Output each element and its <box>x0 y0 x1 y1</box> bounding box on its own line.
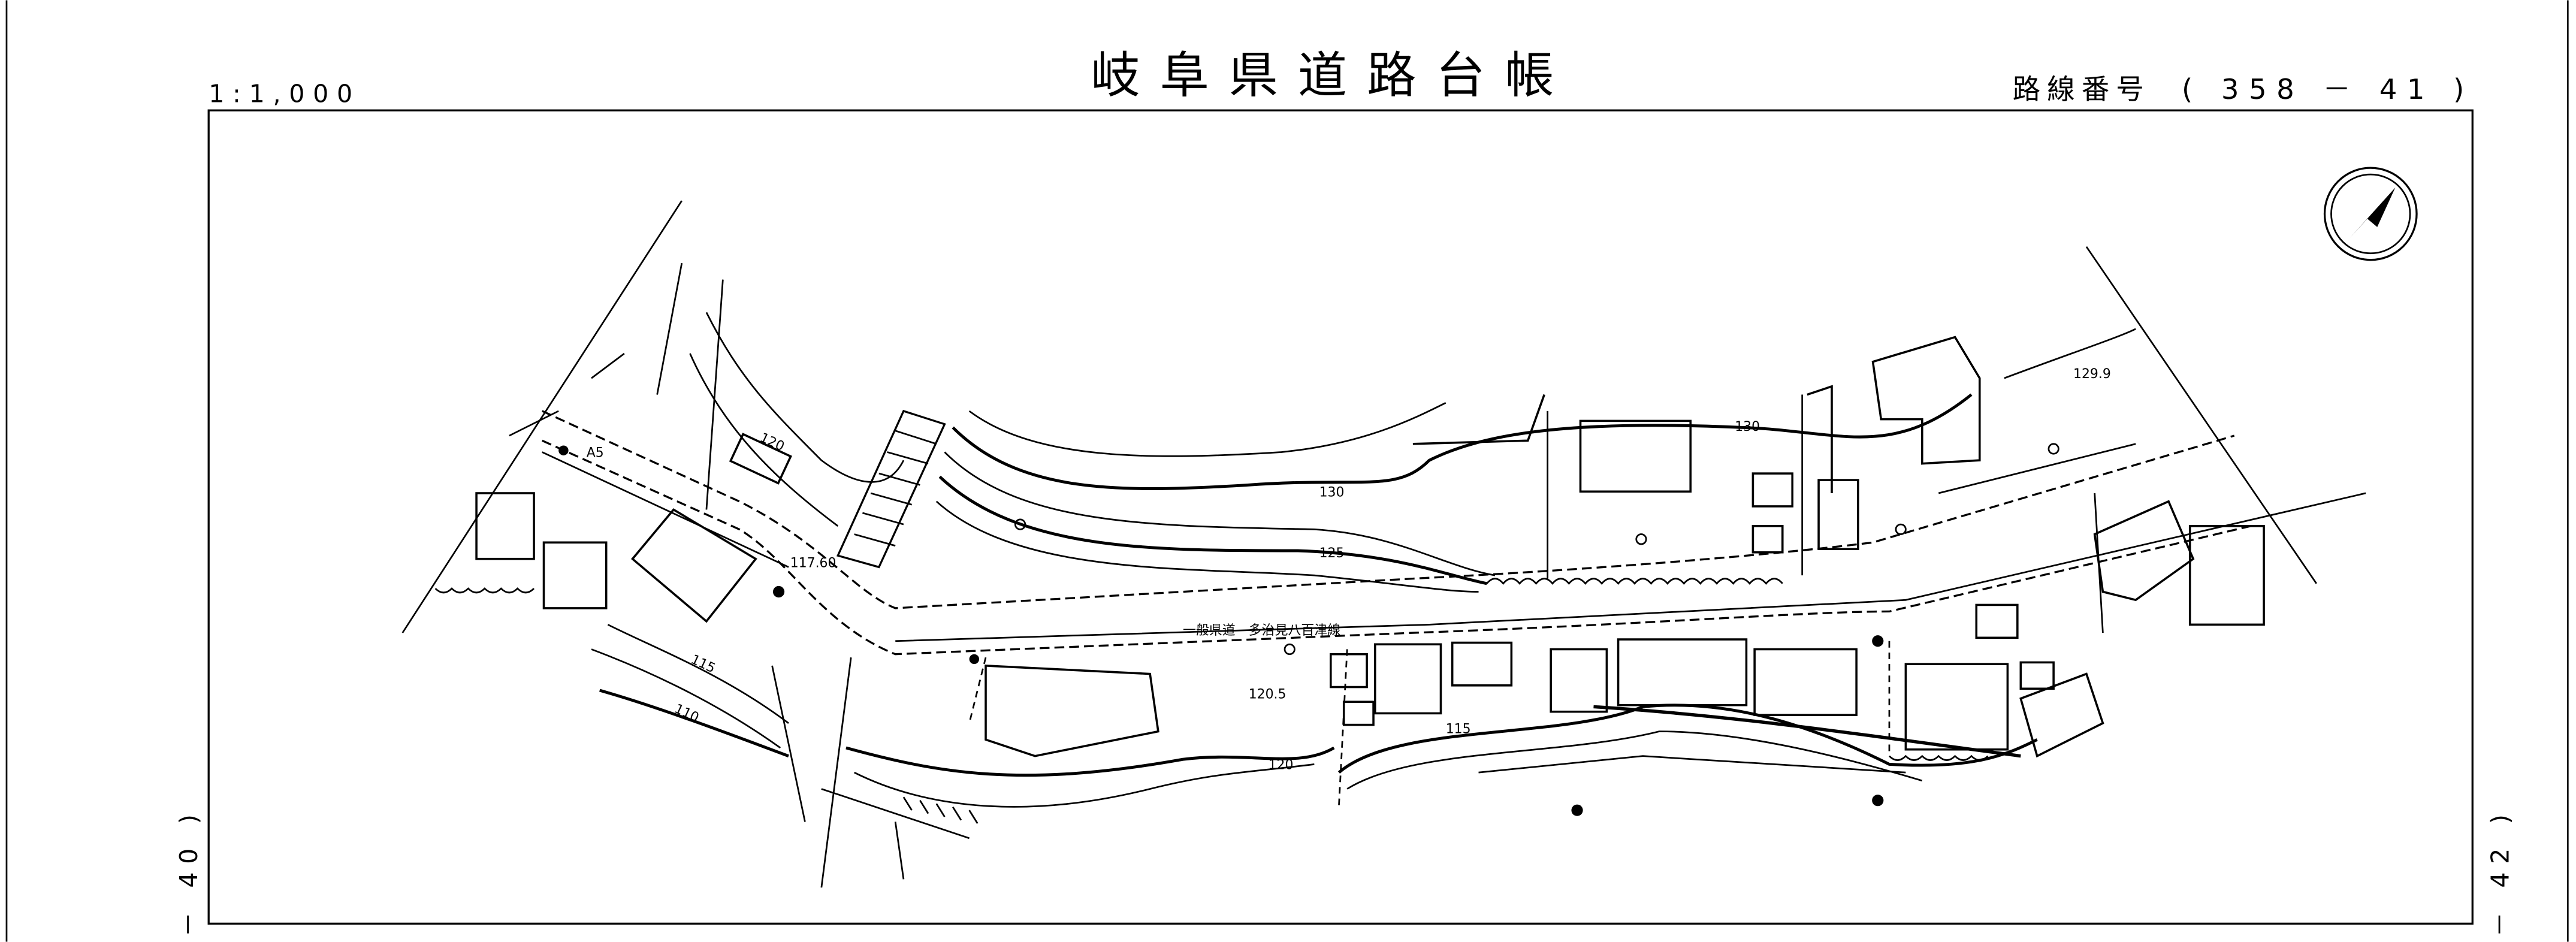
property-lines <box>509 262 2104 888</box>
benchmark-label: A5 <box>587 446 604 461</box>
contour-label: 120 <box>757 430 786 454</box>
map-symbols <box>558 443 2059 816</box>
contour-label: 125 <box>1319 546 1345 561</box>
road-name-label: 一般県道 多治見八百津線 <box>1183 623 1340 638</box>
route-label: 路線番号 <box>2013 73 2151 105</box>
contour-label: 115 <box>688 652 717 676</box>
adjacent-sheet-right: － 42 ) <box>2486 806 2515 937</box>
elevation-label: 120.5 <box>1249 687 1287 702</box>
map-frame <box>207 109 2474 925</box>
contour-label: 130 <box>1319 485 1345 500</box>
survey-boundary <box>401 200 2317 633</box>
scale-label: 1:1,000 <box>209 79 361 108</box>
contour-label: 115 <box>1446 721 1471 736</box>
buildings <box>475 336 2265 758</box>
north-arrow-icon <box>2323 167 2418 261</box>
stairs <box>836 409 946 569</box>
route-number: ( 358 － 41 ) <box>2182 73 2474 105</box>
contour-label: 130 <box>1735 419 1760 434</box>
contour-label: 120 <box>1269 758 1294 773</box>
prefectural-road <box>542 410 2366 656</box>
contour-lines <box>591 312 2136 808</box>
page-title: 岐阜県道路台帳 <box>1091 47 1574 104</box>
adjacent-sheet-left: － 40 ) <box>174 806 203 937</box>
elevation-label: 117.60 <box>790 555 836 570</box>
elevation-label: 129.9 <box>2073 367 2111 382</box>
slope-marks <box>434 578 1989 824</box>
